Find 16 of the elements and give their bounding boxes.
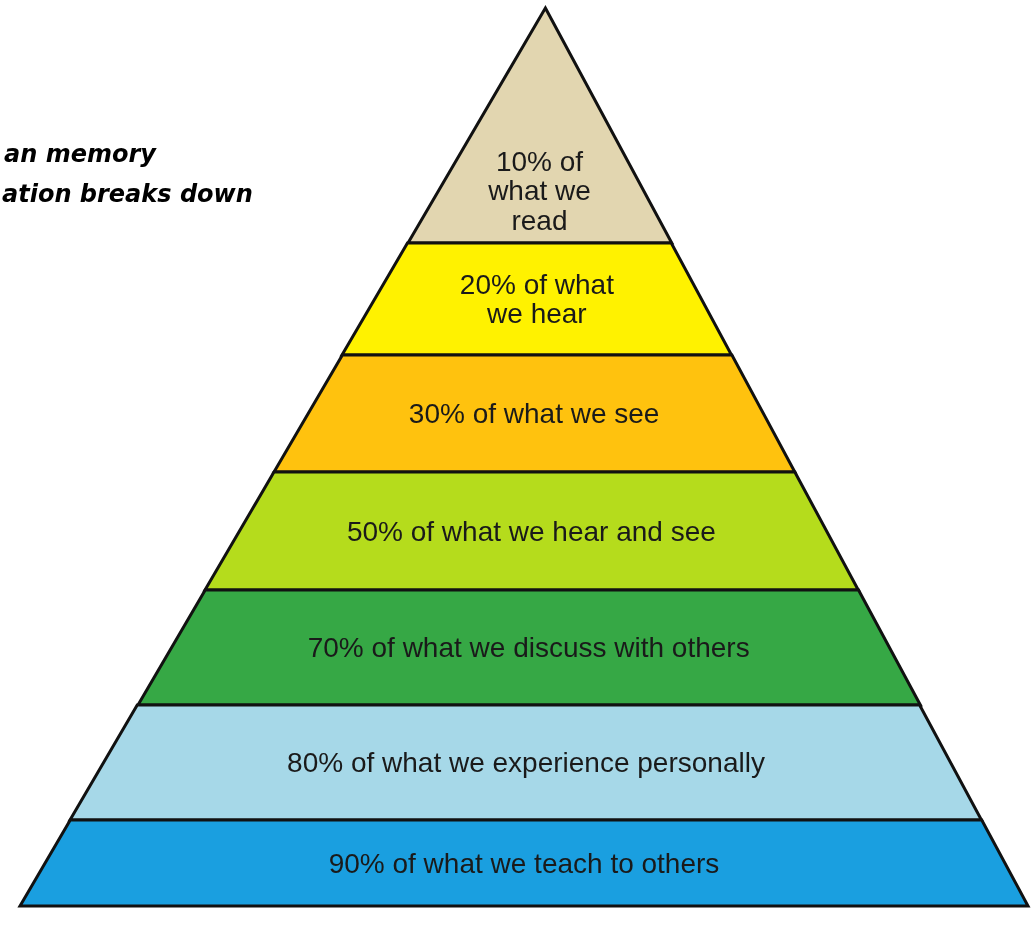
band-label: 20% of what we hear: [458, 269, 615, 329]
band-label: 90% of what we teach to others: [327, 848, 721, 878]
band-label: 70% of what we discuss with others: [306, 633, 751, 663]
pyramid-band: [20, 820, 1028, 906]
pyramid-band: [137, 590, 920, 705]
pyramid-band: [70, 705, 982, 820]
pyramid-band: [204, 472, 858, 590]
band-label: 50% of what we hear and see: [345, 516, 717, 546]
band-label: 30% of what we see: [407, 399, 661, 429]
band-label: 10% of what we read: [487, 147, 592, 236]
title-fragment: an memory: [4, 140, 156, 168]
pyramid-band: [273, 355, 795, 472]
pyramid-apex: [407, 8, 672, 243]
title-fragment: ation breaks down: [2, 180, 253, 208]
band-label: 80% of what we experience personally: [286, 748, 766, 778]
pyramid-band: [342, 243, 732, 355]
